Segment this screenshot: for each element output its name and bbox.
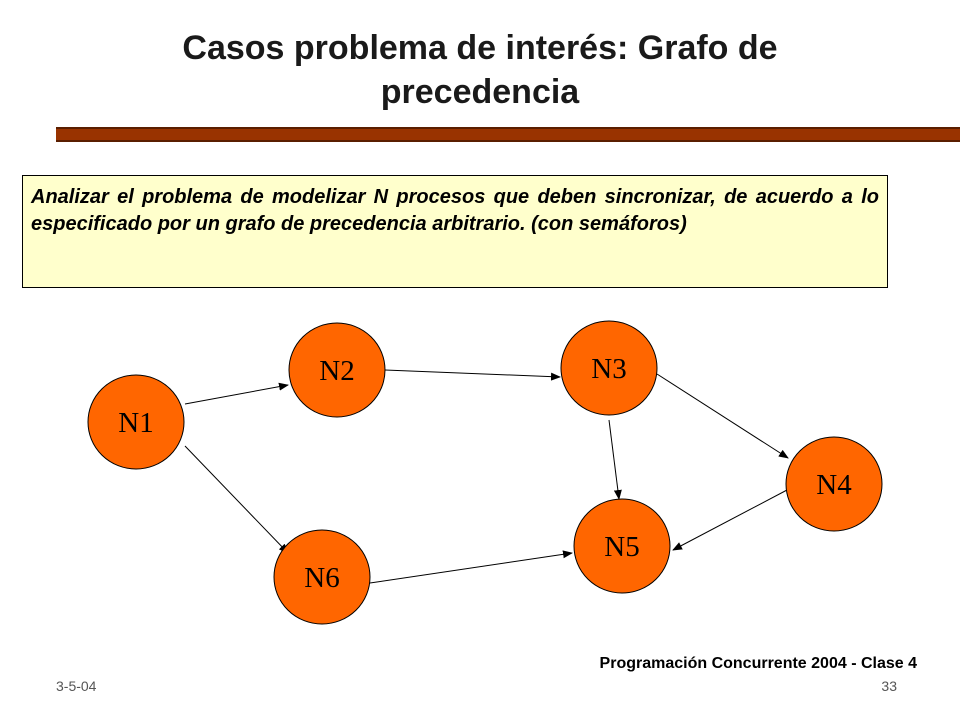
node-n3: N3 [560,320,658,416]
node-circle [573,498,671,594]
node-label: N5 [604,531,639,563]
edge-n6-n5 [369,550,573,584]
problem-description-text: Analizar el problema de modelizar N proc… [31,186,879,235]
edge-n4-n5 [672,489,788,551]
footer-date: 3-5-04 [56,678,97,694]
problem-description-box: Analizar el problema de modelizar N proc… [22,175,888,288]
edge-n1-n2 [184,382,289,405]
node-n2: N2 [288,322,386,418]
node-circle [560,320,658,416]
edge-n2-n3 [384,369,561,381]
edge-n3-n5 [608,419,622,500]
graph-edges [184,369,789,584]
footer-course-name: Programación Concurrente 2004 - Clase 4 [599,655,917,672]
node-label: N1 [118,407,153,439]
edge-n3-n4 [656,373,789,459]
node-circle [87,374,185,470]
page-number: 33 [881,678,897,694]
node-n1: N1 [87,374,185,470]
node-n5: N5 [573,498,671,594]
edge-n1-n6 [184,445,289,554]
node-label: N6 [304,562,339,594]
node-n4: N4 [785,436,883,532]
node-n6: N6 [273,529,371,625]
node-circle [288,322,386,418]
slide-title: Casos problema de interés: Grafo de prec… [182,29,778,111]
node-label: N4 [816,469,852,501]
node-circle [785,436,883,532]
title-underline-bar [56,127,960,142]
node-label: N2 [319,355,354,387]
node-label: N3 [591,353,626,385]
node-circle [273,529,371,625]
